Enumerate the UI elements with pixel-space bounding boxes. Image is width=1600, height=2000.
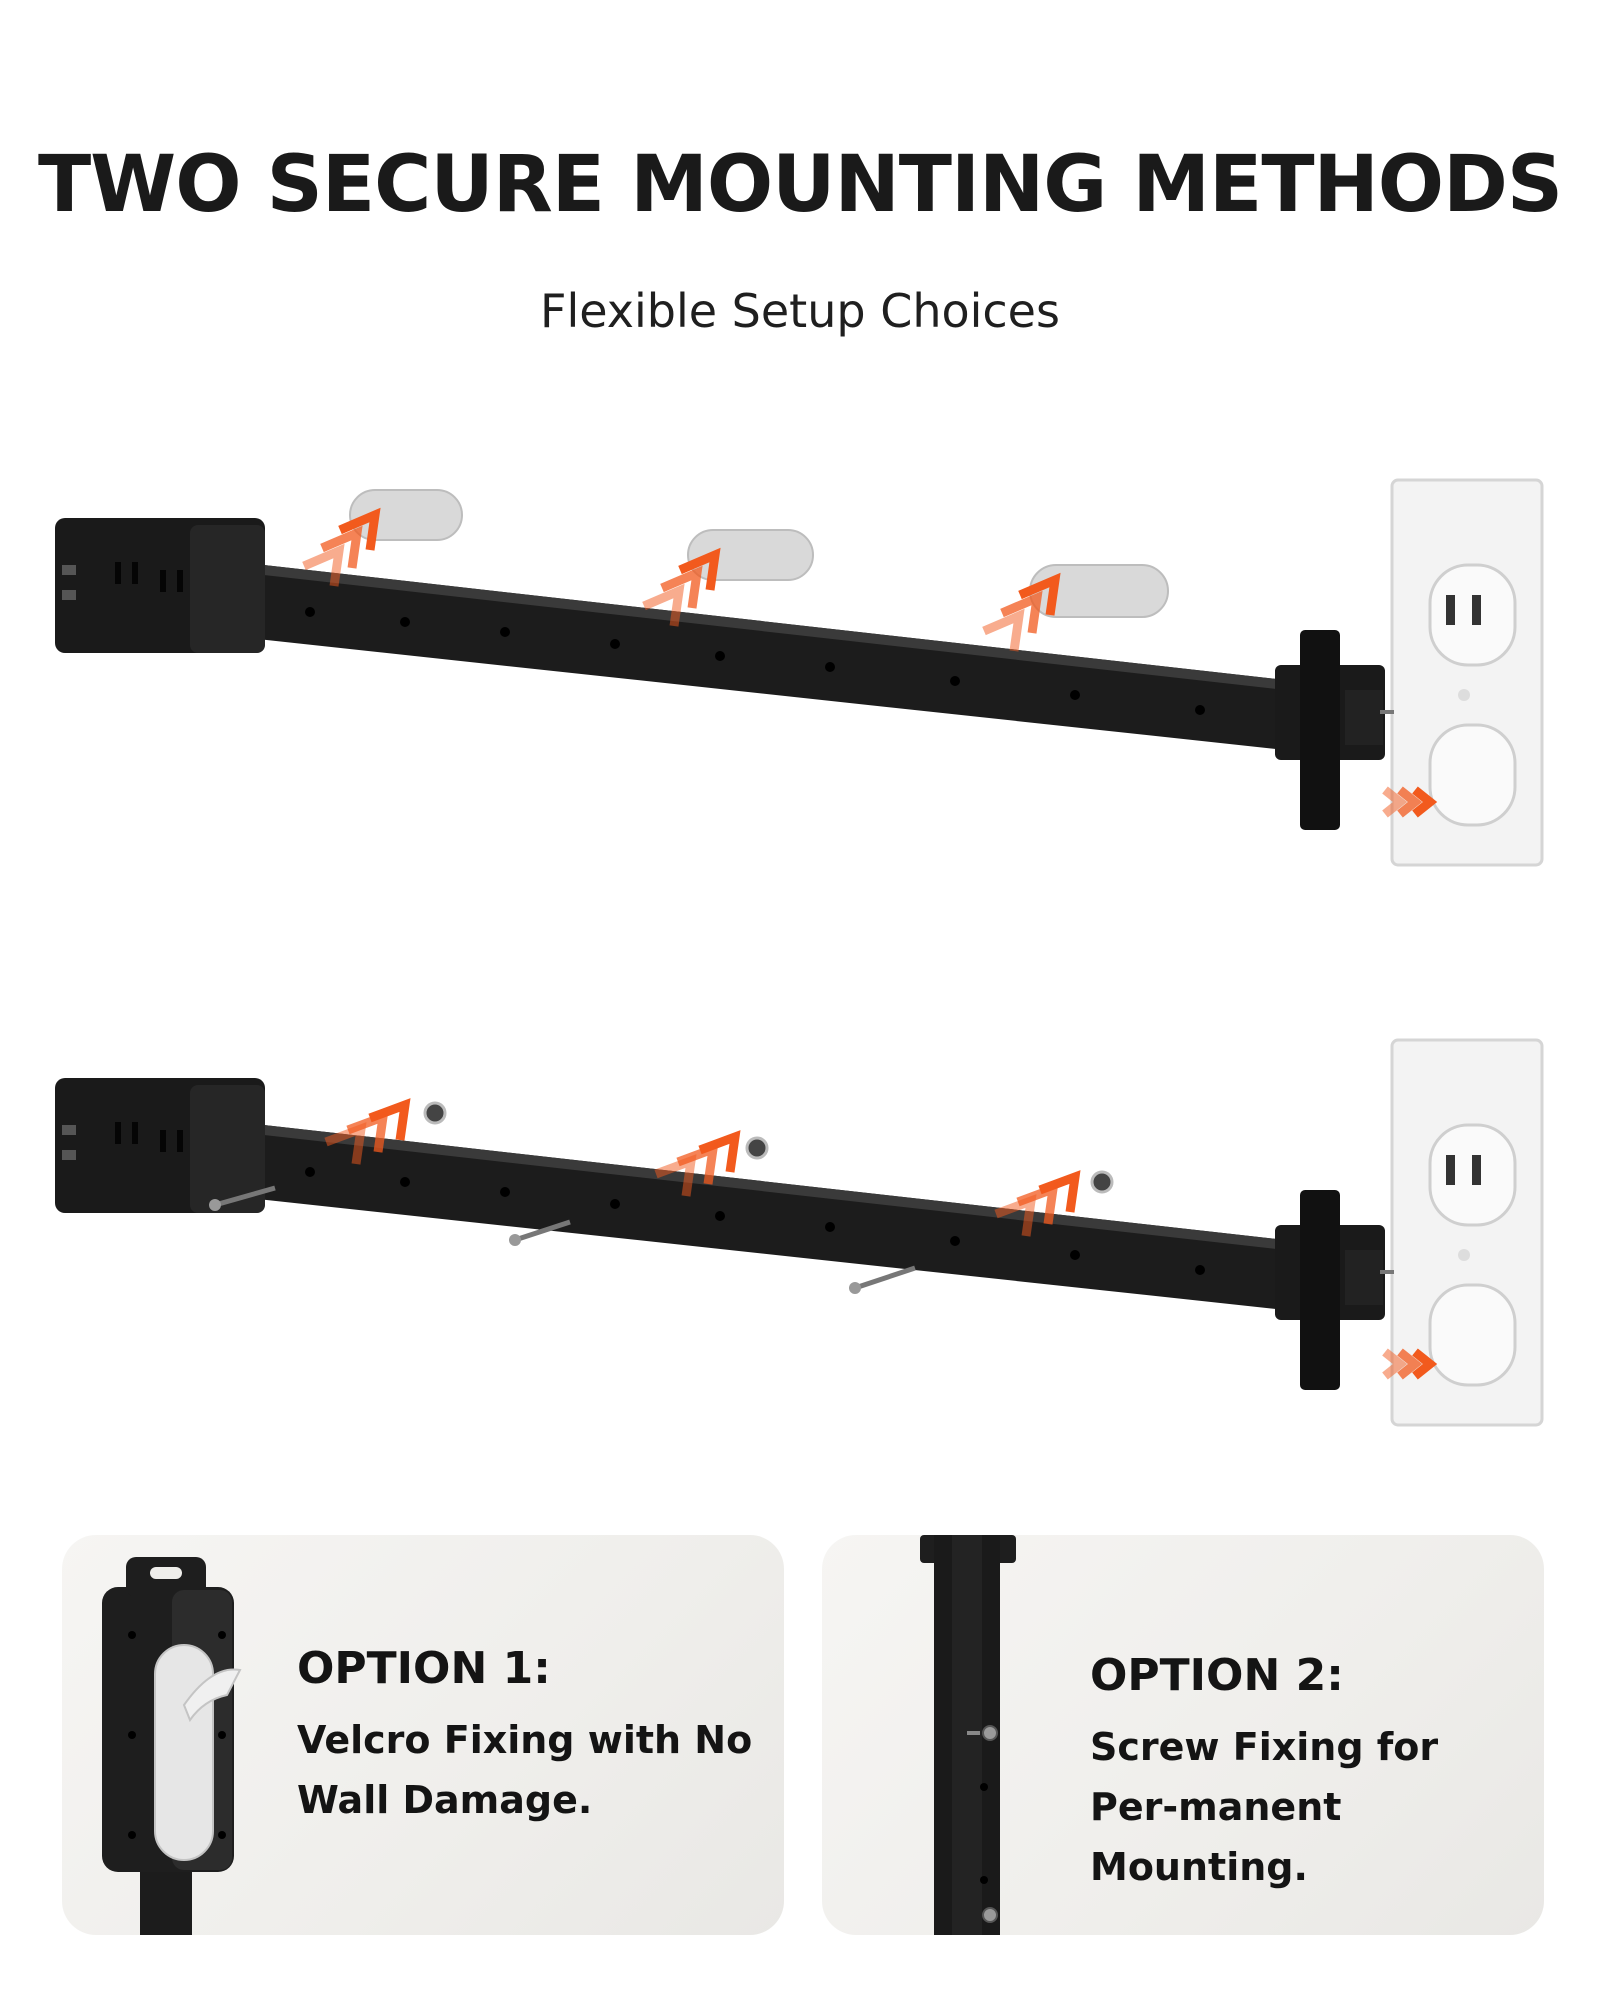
option-2-description: Screw Fixing for Per-manent Mounting. [1090,1725,1439,1889]
velcro-pads [349,489,1169,618]
screw-mount-closeup [920,1535,1016,1935]
velcro-mounting-illustration [0,470,1600,890]
wall-outlet-plate [1390,478,1544,867]
power-strip-bar [55,518,1394,830]
velcro-mount-closeup [102,1557,242,1935]
option-1-card: OPTION 1: Velcro Fixing with No Wall Dam… [62,1535,784,1935]
screw-icons [209,1101,1114,1294]
option-1-label: OPTION 1: [297,1643,551,1694]
page-title: TWO SECURE MOUNTING METHODS [37,140,1563,230]
page-subtitle: Flexible Setup Choices [540,284,1060,338]
arrow-icons [302,507,1438,818]
arrow-icons [324,1098,1438,1380]
option-2-card: OPTION 2: Screw Fixing for Per-manent Mo… [822,1535,1544,1935]
option-2-label: OPTION 2: [1090,1650,1344,1701]
wall-outlet-plate [1390,1038,1544,1427]
screw-mounting-illustration [0,1030,1600,1450]
power-strip-bar [55,1078,1394,1390]
option-1-description: Velcro Fixing with No Wall Damage. [297,1718,753,1822]
